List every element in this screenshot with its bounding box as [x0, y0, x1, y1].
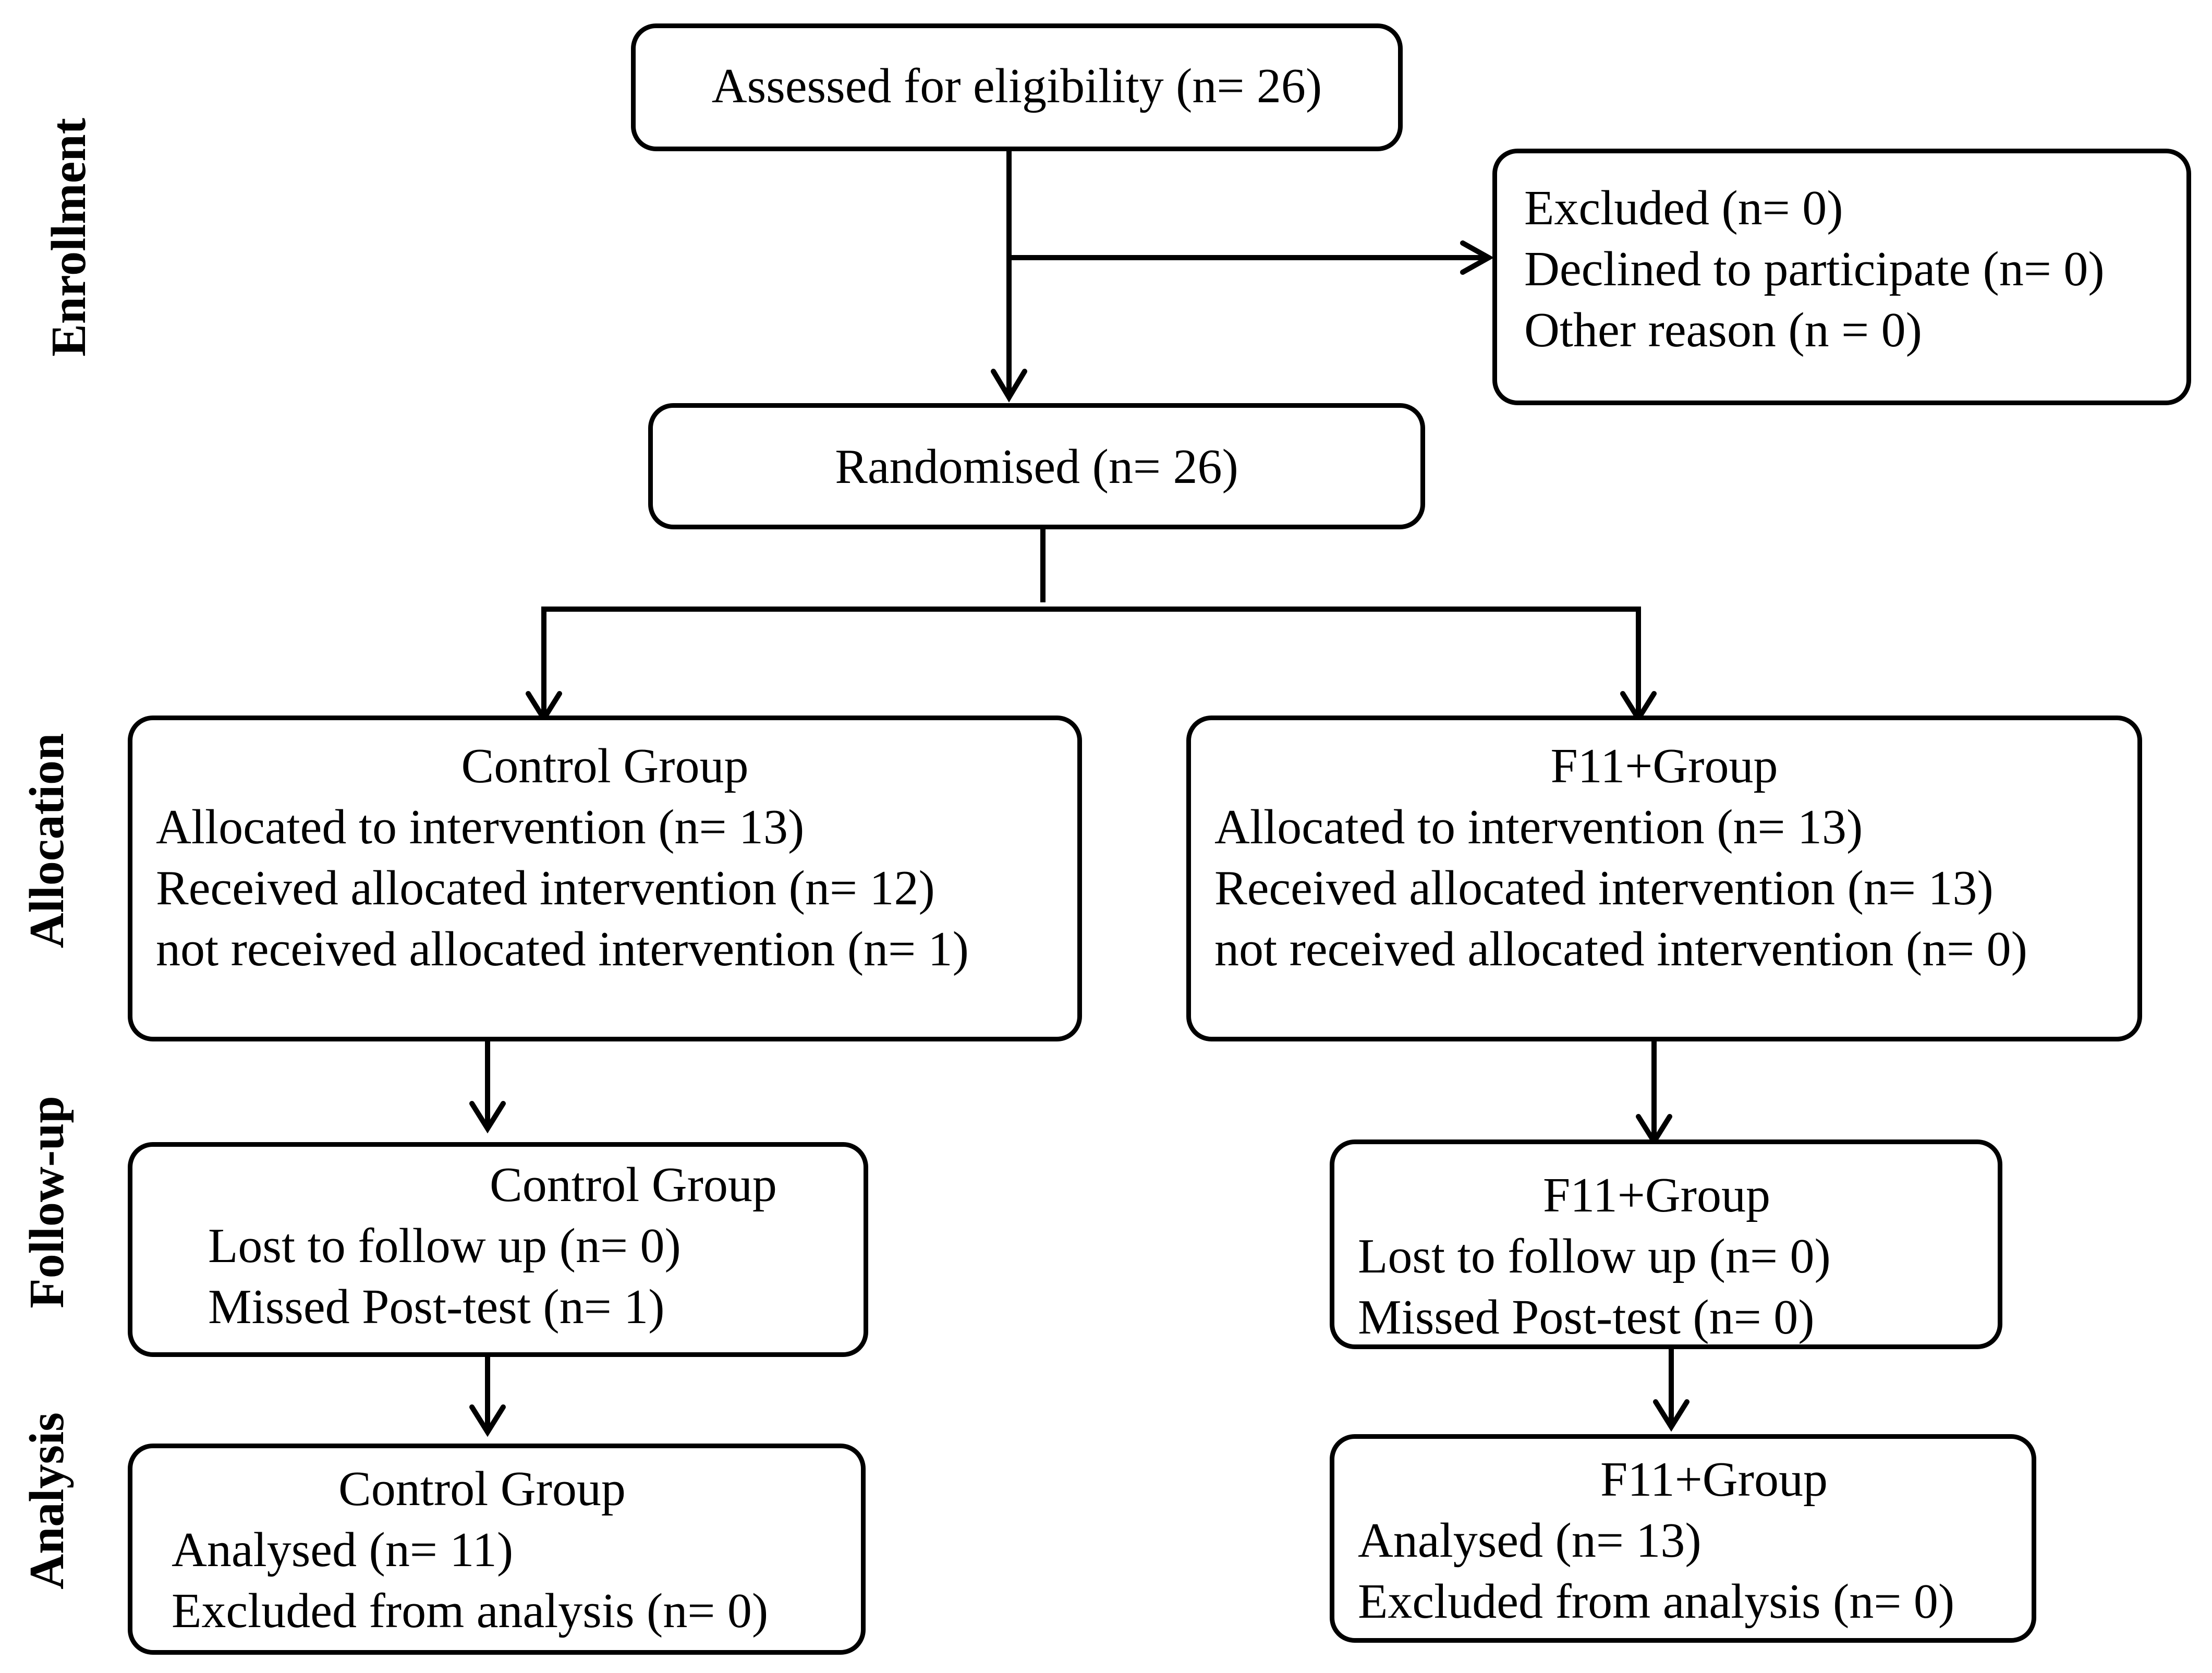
- control-allocation-title: Control Group: [461, 739, 749, 793]
- excluded-box: Excluded (n= 0) Declined to participate …: [1492, 149, 2191, 405]
- control-allocation-line: Received allocated intervention (n= 12): [156, 861, 935, 915]
- f11-allocation-line: not received allocated intervention (n= …: [1214, 922, 2027, 976]
- f11-analysis-box: F11+Group Analysed (n= 13) Excluded from…: [1330, 1434, 2036, 1643]
- f11-analysis-line: Analysed (n= 13): [1358, 1513, 1701, 1568]
- control-allocation-line: not received allocated intervention (n= …: [156, 922, 969, 976]
- control-followup-title: Control Group: [490, 1158, 777, 1212]
- f11-analysis-line: Excluded from analysis (n= 0): [1358, 1574, 1955, 1629]
- control-followup-line: Missed Post-test (n= 1): [208, 1280, 665, 1334]
- control-analysis-box: Control Group Analysed (n= 11) Excluded …: [128, 1444, 866, 1655]
- f11-analysis-title: F11+Group: [1600, 1452, 1828, 1507]
- arrowhead-excluded: [1460, 240, 1494, 275]
- control-allocation-line: Allocated to intervention (n= 13): [156, 800, 805, 854]
- excluded-line: Other reason (n = 0): [1524, 303, 1922, 357]
- arrowhead-randomised: [991, 369, 1027, 403]
- f11-allocation-box: F11+Group Allocated to intervention (n= …: [1186, 716, 2142, 1041]
- f11-allocation-line: Allocated to intervention (n= 13): [1214, 800, 1863, 854]
- f11-followup-line: Missed Post-test (n= 0): [1358, 1290, 1815, 1344]
- f11-followup-box: F11+Group Lost to follow up (n= 0) Misse…: [1330, 1139, 2002, 1349]
- f11-allocation-line: Received allocated intervention (n= 13): [1214, 861, 1994, 915]
- randomised-box: Randomised (n= 26): [648, 403, 1425, 529]
- arrowhead-control-analysis: [469, 1404, 506, 1437]
- f11-followup-title: F11+Group: [1543, 1168, 1770, 1222]
- control-allocation-box: Control Group Allocated to intervention …: [128, 716, 1082, 1041]
- control-analysis-line: Excluded from analysis (n= 0): [172, 1584, 769, 1638]
- excluded-line: Declined to participate (n= 0): [1524, 242, 2105, 296]
- f11-allocation-title: F11+Group: [1550, 739, 1778, 793]
- control-followup-line: Lost to follow up (n= 0): [208, 1219, 681, 1273]
- control-followup-box: Control Group Lost to follow up (n= 0) M…: [128, 1142, 868, 1357]
- control-analysis-title: Control Group: [338, 1462, 626, 1516]
- assessed-text: Assessed for eligibility (n= 26): [711, 59, 1322, 113]
- assessed-box: Assessed for eligibility (n= 26): [631, 23, 1403, 151]
- excluded-line: Excluded (n= 0): [1524, 181, 1843, 235]
- randomised-text: Randomised (n= 26): [835, 440, 1238, 494]
- arrowhead-f11-analysis: [1653, 1399, 1690, 1432]
- control-analysis-line: Analysed (n= 11): [172, 1523, 514, 1577]
- f11-followup-line: Lost to follow up (n= 0): [1358, 1229, 1831, 1283]
- arrowhead-control-followup: [469, 1101, 506, 1134]
